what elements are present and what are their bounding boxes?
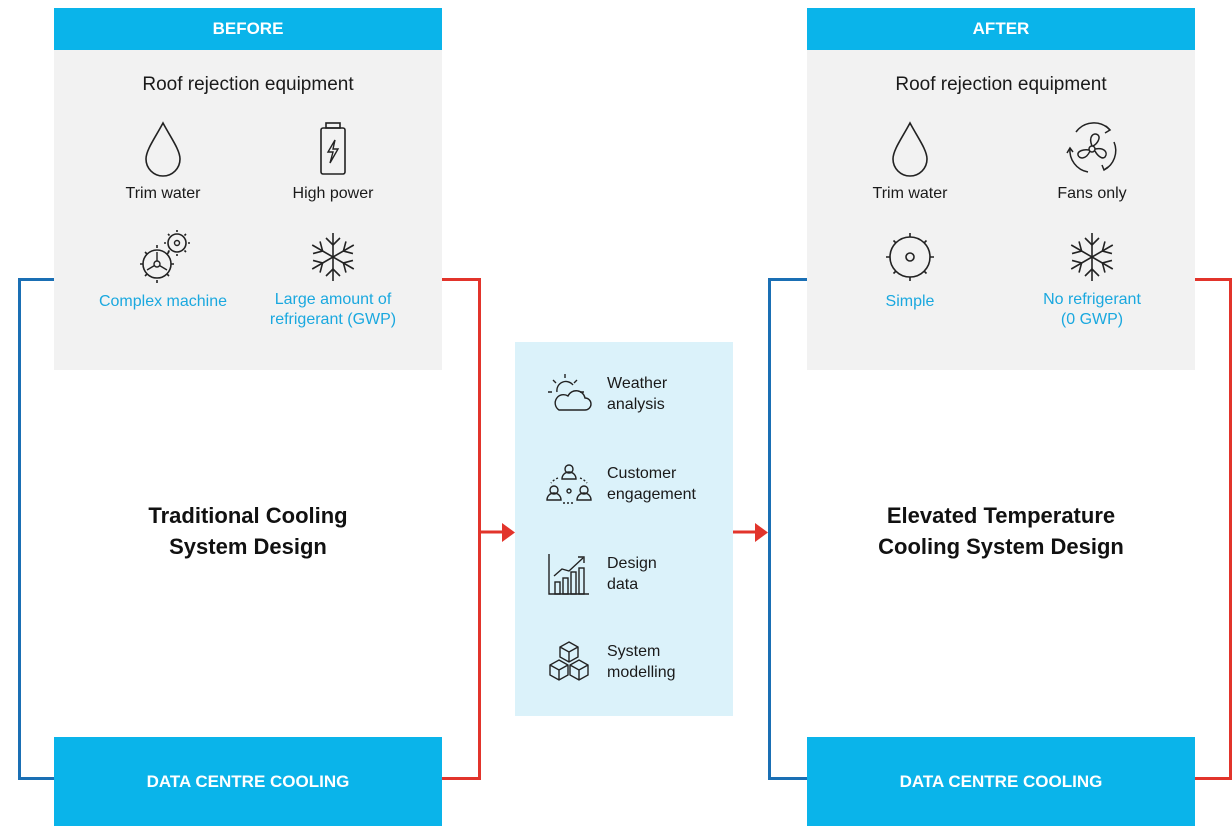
process-item-design: Design data	[545, 552, 657, 596]
after-header: AFTER	[807, 8, 1195, 50]
after-item-no-refrigerant: No refrigerant (0 GWP)	[1012, 228, 1172, 330]
before-blue-line-bottom	[18, 777, 54, 780]
process-item-design-line1: Design	[607, 555, 657, 572]
after-item-label-line1: No refrigerant	[1043, 291, 1141, 308]
chart-icon	[548, 554, 589, 595]
process-item-design-line2: data	[607, 576, 639, 593]
simple-gear-icon	[886, 233, 934, 281]
process-panel: Weather analysis Customer engagement	[515, 342, 733, 716]
before-panel-title: Roof rejection equipment	[142, 74, 354, 95]
before-item-label-line1: Large amount of	[274, 291, 392, 308]
before-system-title-line1: Traditional Cooling	[148, 503, 348, 528]
snowflake-icon	[1070, 233, 1114, 281]
fan-icon	[1066, 122, 1117, 173]
before-red-line-vertical	[478, 278, 481, 780]
after-item-label: Simple	[885, 293, 935, 310]
before-item-complex-machine: Complex machine	[83, 228, 243, 312]
after-header-label: AFTER	[972, 19, 1030, 38]
weather-icon	[548, 374, 592, 411]
after-item-label-line2: (0 GWP)	[1060, 311, 1124, 328]
before-system-title: Traditional Cooling System Design	[54, 500, 442, 562]
after-red-line-bottom	[1195, 777, 1232, 780]
before-header-label: BEFORE	[212, 19, 284, 38]
before-item-label: Trim water	[125, 185, 201, 202]
process-item-customer: Customer engagement	[545, 462, 696, 506]
after-system-title-line2: Cooling System Design	[878, 534, 1124, 559]
before-red-line-bottom	[442, 777, 481, 780]
after-blue-line-vertical	[768, 278, 771, 780]
process-item-modelling-line2: modelling	[607, 664, 676, 681]
after-blue-line-top	[768, 278, 807, 281]
after-system-title-line1: Elevated Temperature	[886, 503, 1116, 528]
before-item-refrigerant: Large amount of refrigerant (GWP)	[253, 228, 413, 330]
process-item-modelling-line1: System	[607, 643, 661, 660]
process-item-weather-line2: analysis	[607, 396, 665, 413]
after-item-trim-water: Trim water	[830, 120, 990, 204]
after-red-line-top	[1195, 278, 1232, 281]
before-red-arrow	[478, 523, 515, 542]
before-item-label: Complex machine	[98, 293, 228, 310]
before-header: BEFORE	[54, 8, 442, 50]
after-item-simple: Simple	[830, 228, 990, 312]
gears-icon	[140, 230, 190, 283]
after-panel-title: Roof rejection equipment	[895, 74, 1107, 95]
process-item-weather-line1: Weather	[607, 375, 668, 392]
before-red-line-top	[442, 278, 481, 281]
after-item-fans-only: Fans only	[1012, 120, 1172, 204]
after-item-label: Fans only	[1057, 185, 1127, 202]
center-red-arrow	[733, 523, 768, 542]
process-item-customer-line1: Customer	[607, 465, 677, 482]
after-red-line-vertical	[1229, 278, 1232, 780]
people-icon	[546, 464, 592, 504]
process-item-customer-line2: engagement	[607, 486, 696, 503]
before-footer: DATA CENTRE COOLING	[54, 737, 442, 826]
cubes-icon	[549, 641, 589, 681]
after-item-label: Trim water	[872, 185, 948, 202]
before-item-high-power: High power	[253, 120, 413, 204]
before-item-trim-water: Trim water	[83, 120, 243, 204]
process-item-modelling: System modelling	[545, 640, 675, 684]
before-blue-line-vertical	[18, 278, 21, 780]
before-item-label: High power	[292, 185, 374, 202]
water-drop-icon	[892, 121, 928, 177]
after-footer: DATA CENTRE COOLING	[807, 737, 1195, 826]
after-system-title: Elevated Temperature Cooling System Desi…	[807, 500, 1195, 562]
before-blue-line-top	[18, 278, 54, 281]
after-panel: Roof rejection equipment Trim water Fans…	[807, 50, 1195, 370]
before-panel: Roof rejection equipment Trim water High…	[54, 50, 442, 370]
after-footer-label: DATA CENTRE COOLING	[899, 771, 1103, 791]
before-item-label-line2: refrigerant (GWP)	[269, 311, 397, 328]
before-footer-label: DATA CENTRE COOLING	[146, 771, 350, 791]
process-item-weather: Weather analysis	[545, 372, 667, 416]
snowflake-icon	[311, 233, 355, 281]
after-blue-line-bottom	[768, 777, 807, 780]
battery-icon	[320, 122, 346, 175]
water-drop-icon	[145, 121, 181, 177]
before-system-title-line2: System Design	[169, 534, 327, 559]
